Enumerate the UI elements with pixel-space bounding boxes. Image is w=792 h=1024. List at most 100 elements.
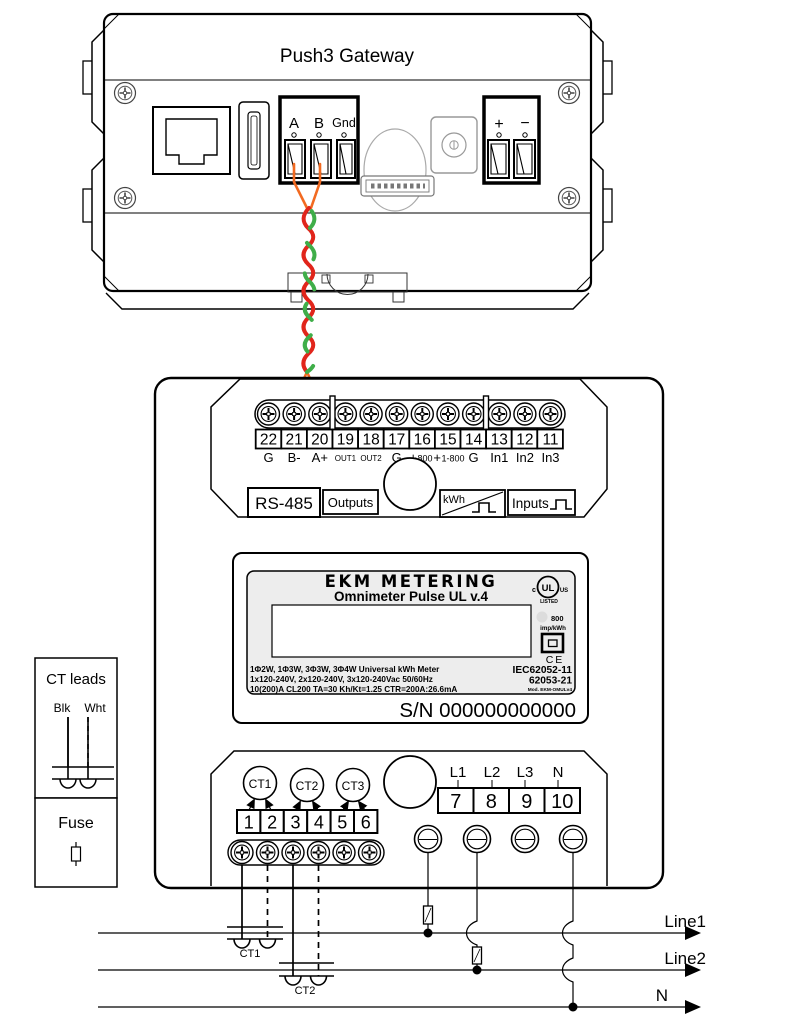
terminal-label: G [263, 450, 273, 465]
neutral-label: N [656, 986, 668, 1005]
ul-mark: UL c US LISTED [532, 575, 568, 605]
ct1-tag: CT1 [240, 948, 261, 960]
junction-dot [472, 965, 482, 975]
terminal-hole [291, 132, 297, 138]
top-terminal-numbers: 22 21 20 19 18 17 16 15 14 13 12 11 [254, 428, 564, 450]
voltage-tap-wires [422, 852, 578, 1012]
terminal-label: A+ [312, 450, 328, 465]
terminal-number: 18 [362, 432, 379, 449]
terminal-number: 16 [414, 432, 431, 449]
terminal-cells [487, 139, 536, 179]
terminal-number: 4 [314, 813, 324, 833]
l2-tap-wire [465, 852, 478, 970]
spec-line: 1x120-240V, 2x120-240V, 3x120-240Vac 50/… [250, 675, 433, 684]
top-terminal-panel [210, 378, 608, 518]
gateway-screw [557, 81, 581, 105]
cert-line: 62053-21 [529, 676, 572, 687]
terminal-hole [341, 132, 347, 138]
ct-leads-box [34, 657, 118, 799]
service-lines: Line1 Line2 N CT1 CT2 [98, 852, 706, 1014]
push3-gateway: Push3 Gateway A B Gnd [82, 12, 613, 310]
model-label: Omnimeter Pulse UL v.4 [334, 589, 489, 604]
phase-label: L2 [484, 764, 501, 781]
gateway-screw [113, 81, 137, 105]
terminal-label: In3 [541, 450, 559, 465]
terminal-divider [329, 395, 336, 433]
phase-terminal-numbers: 7 8 9 10 [437, 787, 581, 814]
dc-power-jack [430, 116, 478, 174]
led-dot [536, 611, 548, 623]
terminal-gnd-label: Gnd [332, 116, 356, 130]
terminal-number: 6 [361, 813, 371, 833]
phase-label: L3 [517, 764, 534, 781]
gateway-screw [113, 186, 137, 210]
ul-c: c [532, 587, 536, 594]
serial-number: S/N 000000000000 [399, 699, 576, 722]
ct2-transformer: CT2 [279, 962, 334, 997]
ct-leader-arrows [246, 798, 368, 812]
power-minus-label: − [520, 115, 529, 132]
terminal-number: 12 [516, 432, 533, 449]
phase-label: L1 [450, 764, 467, 781]
junction-dot [423, 928, 433, 938]
rs485-label: RS-485 [255, 494, 313, 513]
model-code: Mod. EKM-OMULv4 [528, 687, 573, 693]
ct-legend: CT leads Blk Wht Fuse [34, 657, 118, 888]
terminal-b-label: B [314, 115, 324, 132]
fuse-symbol [70, 842, 82, 866]
terminal-cells [284, 139, 356, 179]
outputs-label: Outputs [328, 495, 374, 510]
terminal-number: 20 [311, 432, 329, 449]
lcd-window [271, 604, 532, 658]
gateway-screw [557, 186, 581, 210]
line1-label: Line1 [664, 912, 706, 931]
ct2-tag: CT2 [295, 985, 316, 997]
power-terminal-block: + − [482, 95, 541, 185]
ct-leads-title: CT leads [46, 671, 106, 688]
terminal-hole [496, 132, 502, 138]
spec-text: 1Φ2W, 1Φ3W, 3Φ3W, 3Φ4W Universal kWh Met… [250, 665, 572, 694]
ct-port-labels: CT1 CT2 CT3 [242, 765, 371, 812]
twisted-wire-green [302, 206, 317, 374]
terminal-number: 10 [551, 791, 573, 813]
terminal-hole [522, 132, 528, 138]
antenna-mount [360, 128, 435, 212]
gateway-title: Push3 Gateway [280, 46, 415, 67]
terminal-number: 8 [486, 791, 497, 813]
ct2-label: CT2 [296, 779, 319, 793]
gateway-panel-lines [104, 79, 591, 214]
wht-label: Wht [84, 701, 106, 715]
terminal-number: 17 [388, 432, 405, 449]
ul-listed: LISTED [540, 599, 558, 605]
terminal-number: 19 [337, 432, 354, 449]
gateway-mount-wings [82, 28, 613, 264]
terminal-number: 14 [465, 432, 483, 449]
wire-a-lead [292, 162, 309, 210]
ct1-label: CT1 [249, 777, 272, 791]
terminal-label: 1-800 [442, 454, 465, 464]
port-section-labels: RS-485 Outputs kWh Inputs [247, 457, 576, 518]
terminal-label: G [392, 450, 402, 465]
terminal-number: 21 [285, 432, 302, 449]
usb-port [238, 101, 270, 180]
ir-port-icon [540, 632, 565, 654]
terminal-a-label: A [289, 115, 299, 132]
spec-line: 10(200)A CL200 TA=30 Kh/Kt=1.25 CTR=200A… [250, 685, 457, 694]
seal-hole [383, 457, 437, 511]
ethernet-port [152, 106, 231, 175]
terminal-number: 1 [244, 813, 254, 833]
twisted-wire-red [301, 206, 316, 374]
phase-label: N [553, 764, 564, 781]
pulse-led: 800 imp/kWh [536, 611, 566, 632]
brand-label: EKM METERING [325, 572, 498, 591]
terminal-label: 800 [418, 454, 433, 464]
terminal-label: In1 [490, 450, 508, 465]
terminal-label: G [469, 450, 479, 465]
led-value: 800 [551, 614, 564, 623]
power-plus-label: + [494, 116, 503, 133]
phase-terminal-labels: L1 L2 L3 N [450, 764, 564, 788]
spec-line: 1Φ2W, 1Φ3W, 3Φ3W, 3Φ4W Universal kWh Met… [250, 665, 440, 674]
terminal-number: 5 [337, 813, 347, 833]
bottom-terminal-panel [210, 750, 608, 886]
